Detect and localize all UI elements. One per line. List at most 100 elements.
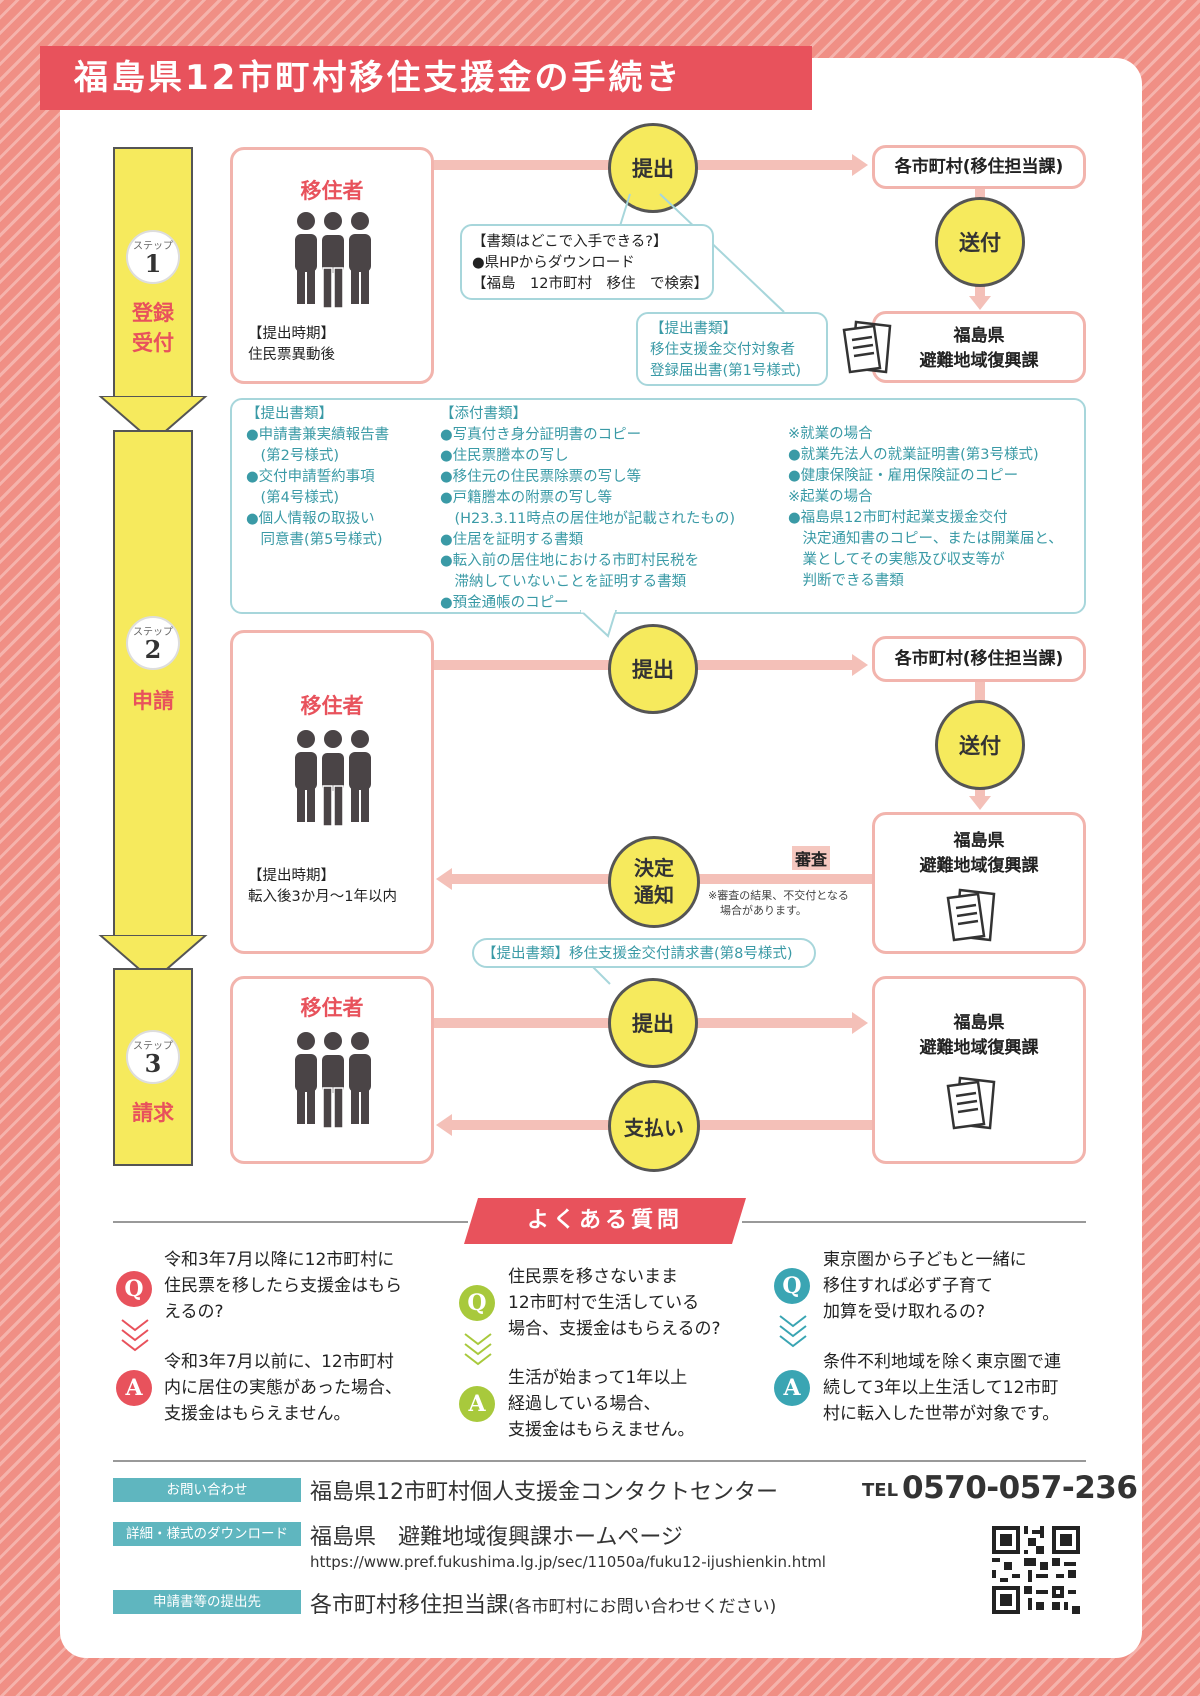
step-2-col2-head: 【添付書類】 (440, 406, 527, 422)
faq-1-q-line3: えるの? (164, 1302, 224, 1322)
step-2-docs-col2: 【添付書類】 ●写真付き身分証明書のコピー●住民票謄本の写し●移住元の住民票除票… (440, 404, 735, 614)
step-2-name: 申請 (113, 686, 193, 716)
step-2-col1-item: (第2号様式) (246, 448, 340, 464)
faq-1-a-line3: 支援金はもらえません。 (164, 1404, 351, 1424)
step-2-col2-item: ●預金通帳のコピー (440, 595, 569, 611)
step-2-col3-item: ●福島県12市町村起業支援金交付 (788, 510, 1008, 526)
step-3-badge-label: ステップ (133, 1041, 173, 1052)
step-3-dest-prefecture-line2: 避難地域復興課 (919, 1038, 1039, 1058)
step-1-send-arrowhead (969, 296, 991, 310)
download-value: 福島県 避難地域復興課ホームページ (310, 1525, 683, 1550)
where-line-3: 【福島 12市町村 移住 で検索】 (472, 276, 708, 292)
faq-1-question: 令和3年7月以降に12市町村に 住民票を移したら支援金はもら えるの? (164, 1247, 402, 1325)
step-2-arrow (98, 935, 208, 983)
step-2-docs-col3: ※就業の場合●就業先法人の就業証明書(第3号様式)●健康保険証・雇用保険証のコピ… (788, 424, 1063, 592)
download-label: 詳細・様式のダウンロード (113, 1522, 301, 1546)
where-to-get-callout: 【書類はどこで入手できる?】 ●県HPからダウンロード 【福島 12市町村 移住… (460, 224, 714, 300)
step-1-submit-arrowhead (852, 154, 868, 176)
review-note: ※審査の結果、不交付となる 場合があります。 (708, 888, 849, 918)
faq-2-q-line1: 住民票を移さないまま (508, 1267, 678, 1287)
step-1-name: 登録 受付 (113, 298, 193, 358)
qr-code-icon[interactable] (988, 1522, 1084, 1618)
step-1-arrow (98, 396, 208, 444)
faq-heading: よくある質問 (526, 1208, 683, 1233)
step-3-submit-arrowhead (852, 1012, 868, 1034)
decision-notice-circle: 決定 通知 (608, 836, 700, 928)
document-icon (946, 888, 996, 942)
step-1-badge-label: ステップ (133, 241, 173, 252)
step-3-mover-label: 移住者 (300, 996, 364, 1020)
step-1-docs-line2: 登録届出書(第1号様式) (650, 363, 802, 379)
step-2-col1-head: 【提出書類】 (246, 406, 333, 422)
step-1-dest-prefecture-line2: 避難地域復興課 (919, 351, 1039, 371)
faq-1-q-mark: Q (116, 1271, 152, 1307)
faq-3-a-line1: 条件不利地域を除く東京圏で連 (823, 1352, 1061, 1372)
step-2-send-arrowhead (969, 796, 991, 810)
review-label: 審査 (792, 846, 831, 870)
step-2-col3-item: 業としてその実態及び収支等が (788, 552, 1005, 568)
callout-pointer-lines (619, 193, 785, 313)
step-1-send-circle: 送付 (935, 197, 1025, 287)
tel-mark: TEL (862, 1480, 899, 1501)
faq-3-q-line2: 移住すれば必ず子育て (823, 1276, 993, 1296)
review-note-line1: ※審査の結果、不交付となる (708, 889, 849, 902)
step-1-name-line2: 受付 (132, 331, 174, 355)
step-2-bar (113, 430, 193, 940)
step-2-number: 2 (144, 635, 162, 664)
step-2-docs-col1: 【提出書類】 ●申請書兼実績報告書 (第2号様式)●交付申請誓約事項 (第4号様… (246, 404, 389, 551)
step-2-badge-label: ステップ (133, 627, 173, 638)
step-2-col2-item: (H23.3.11時点の居住地が記載されたもの) (440, 511, 736, 527)
step-2-dest-prefecture-line2: 避難地域復興課 (919, 856, 1039, 876)
step-2-col1-item: ●個人情報の取扱い (246, 511, 375, 527)
step-2-send-circle: 送付 (935, 700, 1025, 790)
step-1-submit-circle: 提出 (608, 123, 698, 213)
step-2-decision-arrowhead (436, 868, 452, 890)
step-2-col2-item: ●移住元の住民票除票の写し等 (440, 469, 642, 485)
faq-3-answer: 条件不利地域を除く東京圏で連 続して3年以上生活して12市町 村に転入した世帯が… (823, 1349, 1061, 1427)
faq-2-a-line2: 経過している場合、 (508, 1394, 661, 1414)
inquiry-label: お問い合わせ (113, 1478, 301, 1502)
step-2-col3-item: 決定通知書のコピー、または開業届と、 (788, 531, 1063, 547)
step-3-dest-prefecture: 福島県 避難地域復興課 (872, 976, 1086, 1164)
faq-3-q-line1: 東京圏から子どもと一緒に (823, 1250, 1027, 1270)
step-2-submit-arrowhead (852, 654, 868, 676)
step-2-col1-item: ●申請書兼実績報告書 (246, 427, 390, 443)
step-1-timing: 【提出時期】 住民票異動後 (248, 324, 335, 366)
faq-2-answer: 生活が始まって1年以上 経過している場合、 支援金はもらえません。 (508, 1365, 695, 1443)
step-2-timing-label: 【提出時期】 (248, 868, 335, 884)
step-1-dest-municipality: 各市町村(移住担当課) (872, 145, 1086, 189)
step-1-docs-callout: 【提出書類】 移住支援金交付対象者 登録届出書(第1号様式) (636, 312, 828, 386)
step-2-col2-item: ●転入前の居住地における市町村民税を (440, 553, 700, 569)
step-2-col2-item: ●住居を証明する書類 (440, 532, 584, 548)
faq-1-q-line1: 令和3年7月以降に12市町村に (164, 1250, 395, 1270)
faq-1-a-line1: 令和3年7月以前に、12市町村 (164, 1352, 394, 1372)
step-3-pay-arrowhead (436, 1114, 452, 1136)
document-icon (946, 1076, 996, 1130)
step-1-timing-label: 【提出時期】 (248, 326, 335, 342)
faq-3-chevrons (779, 1315, 807, 1348)
step-2-docs-pointer (580, 610, 618, 638)
step-2-col3-item: ※就業の場合 (788, 426, 873, 442)
step-2-dest-prefecture-line1: 福島県 (953, 831, 1005, 851)
step-2-timing: 【提出時期】 転入後3か月〜1年以内 (248, 866, 397, 908)
faq-1-chevrons (121, 1319, 149, 1352)
step-2-col3-item: ●健康保険証・雇用保険証のコピー (788, 468, 1019, 484)
faq-heading-shape (464, 1198, 746, 1244)
step-2-col3-item: ※起業の場合 (788, 489, 873, 505)
download-url[interactable]: https://www.pref.fukushima.lg.jp/sec/110… (310, 1553, 826, 1571)
step-1-dest-prefecture: 福島県 避難地域復興課 (872, 311, 1086, 383)
step-1-timing-value: 住民票異動後 (248, 347, 335, 363)
step-1-dest-prefecture-line1: 福島県 (953, 326, 1005, 346)
step-2-col2-item: ●住民票謄本の写し (440, 448, 569, 464)
step-2-col1-item: 同意書(第5号様式) (246, 532, 383, 548)
people-group-icon (295, 210, 371, 308)
step-2-col3-item: 判断できる書類 (788, 573, 904, 589)
decision-line1: 決定 (634, 856, 674, 880)
faq-2-a-line1: 生活が始まって1年以上 (508, 1368, 688, 1388)
step-3-name-line1: 請求 (132, 1101, 174, 1125)
step-1-docs-label: 【提出書類】 (650, 321, 737, 337)
submit-to-value: 各市町村移住担当課 (310, 1593, 509, 1618)
faq-1-q-line2: 住民票を移したら支援金はもら (164, 1276, 402, 1296)
faq-2-a-mark: A (459, 1386, 495, 1422)
step-2-col2-item: ●戸籍謄本の附票の写し等 (440, 490, 613, 506)
